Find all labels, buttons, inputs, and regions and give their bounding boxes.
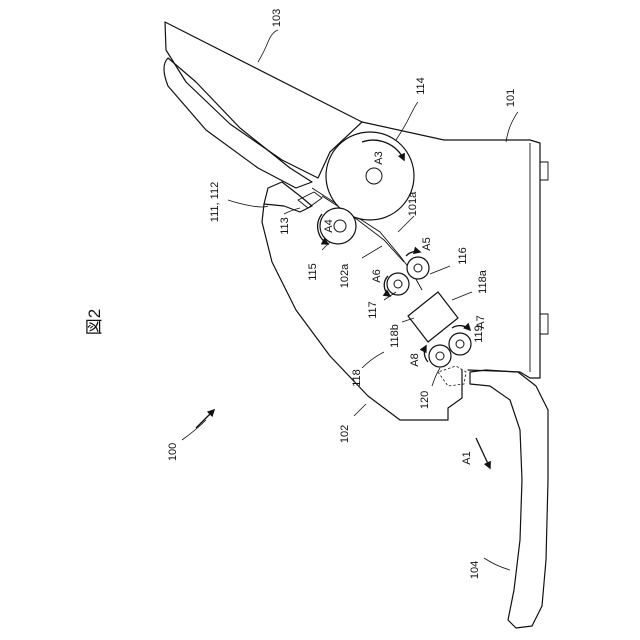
leader-101	[506, 112, 518, 142]
label-118a: 118a	[477, 269, 489, 294]
label-114: 114	[415, 77, 427, 95]
leader-101a	[398, 216, 414, 232]
label-a4: A4	[323, 219, 335, 232]
label-103: 103	[271, 9, 283, 27]
arrow-a5	[406, 251, 420, 256]
leader-103	[258, 30, 278, 62]
label-a7: A7	[475, 315, 487, 328]
figure-title: 図2	[85, 309, 104, 335]
label-104: 104	[469, 561, 481, 579]
platen-roller-hub	[366, 168, 382, 184]
leader-118a	[452, 292, 472, 300]
tray	[470, 370, 548, 628]
label-111-112: 111, 112	[209, 182, 221, 222]
arrow-a8	[424, 346, 428, 362]
head-block	[408, 292, 458, 342]
leader-102	[354, 404, 366, 416]
label-a1: A1	[461, 451, 473, 464]
roller-120-hub	[436, 352, 444, 360]
label-101a: 101a	[407, 191, 419, 216]
body-tab-top	[540, 162, 548, 180]
label-a5: A5	[421, 237, 433, 250]
leader-104	[484, 558, 510, 570]
upper-cover-shell	[164, 58, 312, 188]
roller-115-hub	[334, 220, 346, 232]
label-120: 120	[419, 391, 431, 409]
body-tab-bottom	[540, 314, 548, 334]
roller-119-hub	[456, 340, 464, 348]
arrow-a1	[476, 438, 490, 468]
label-100: 100	[167, 443, 179, 461]
label-102a: 102a	[339, 263, 351, 288]
label-a6: A6	[371, 269, 383, 282]
leader-100-arrow	[196, 410, 214, 428]
leader-118	[362, 352, 384, 368]
label-117: 117	[367, 301, 379, 319]
label-118b: 118b	[389, 324, 401, 348]
label-a3: A3	[373, 151, 385, 164]
leader-120	[432, 368, 440, 386]
leader-116	[430, 266, 450, 274]
label-101: 101	[505, 89, 517, 107]
roller-117-hub	[394, 280, 402, 288]
leader-111	[228, 200, 268, 207]
leader-102a	[362, 246, 382, 258]
arrow-a7	[452, 326, 470, 330]
roller-116-hub	[414, 264, 422, 272]
leader-114	[396, 102, 418, 140]
leader-100	[182, 420, 206, 440]
leader-117	[384, 292, 396, 300]
label-113: 113	[279, 217, 291, 235]
label-116: 116	[457, 247, 469, 265]
part-113	[298, 192, 322, 208]
label-a8: A8	[409, 353, 421, 366]
label-118: 118	[351, 369, 363, 387]
label-102: 102	[339, 425, 351, 443]
label-115: 115	[307, 263, 319, 281]
